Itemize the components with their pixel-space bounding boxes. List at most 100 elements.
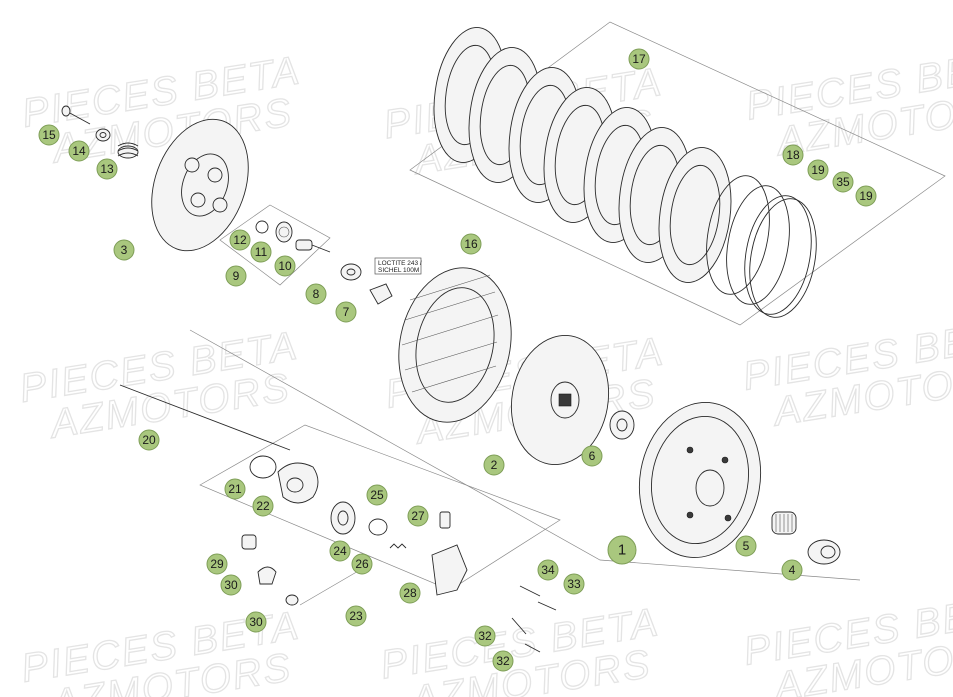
bushing [807, 539, 841, 565]
callout-32a[interactable]: 32 [474, 625, 496, 647]
note-line2: SICHEL 100M [378, 267, 419, 274]
thrust-washer [609, 410, 635, 440]
svg-text:24: 24 [333, 544, 347, 558]
callout-30a[interactable]: 30 [220, 574, 242, 596]
spring-bolt [61, 105, 91, 125]
svg-text:29: 29 [210, 557, 224, 571]
screws [511, 585, 557, 653]
callout-9[interactable]: 9 [225, 265, 247, 287]
svg-text:11: 11 [255, 245, 268, 259]
steel-rings [706, 175, 817, 318]
svg-text:33: 33 [567, 577, 581, 591]
callout-25[interactable]: 25 [366, 484, 388, 506]
callout-12[interactable]: 12 [229, 229, 251, 251]
svg-text:19: 19 [859, 189, 873, 203]
clutch-spring [117, 142, 139, 159]
svg-text:9: 9 [233, 269, 240, 283]
inner-hub [510, 334, 610, 466]
callout-1[interactable]: 1 [607, 535, 637, 565]
note-line1: LOCTITE 243 / [378, 260, 422, 267]
pushrod-bearing [255, 220, 331, 253]
pressure-plate [151, 118, 249, 252]
callout-21[interactable]: 21 [224, 478, 246, 500]
svg-text:26: 26 [355, 557, 369, 571]
svg-text:1: 1 [618, 542, 626, 559]
svg-text:35: 35 [836, 175, 850, 189]
callout-10[interactable]: 10 [274, 255, 296, 277]
gear-wheel [330, 501, 356, 535]
callout-15[interactable]: 15 [38, 124, 60, 146]
svg-text:2: 2 [491, 458, 498, 472]
svg-text:27: 27 [411, 509, 425, 523]
callout-7[interactable]: 7 [335, 301, 357, 323]
callout-3[interactable]: 3 [113, 239, 135, 261]
callout-22[interactable]: 22 [252, 495, 274, 517]
svg-text:32: 32 [496, 654, 510, 668]
spring-washer [95, 128, 111, 142]
gasket [277, 462, 319, 504]
callout-6[interactable]: 6 [581, 445, 603, 467]
svg-text:4: 4 [789, 563, 796, 577]
main-axis-line [189, 329, 861, 581]
callout-17[interactable]: 17 [628, 48, 650, 70]
callout-2[interactable]: 2 [483, 454, 505, 476]
callout-33[interactable]: 33 [563, 573, 585, 595]
svg-text:23: 23 [349, 609, 363, 623]
svg-text:25: 25 [370, 488, 384, 502]
svg-text:17: 17 [632, 52, 646, 66]
callout-16[interactable]: 16 [460, 233, 482, 255]
nut [340, 263, 362, 281]
callout-19b[interactable]: 19 [855, 185, 877, 207]
svg-text:6: 6 [589, 449, 596, 463]
svg-text:20: 20 [142, 433, 156, 447]
callout-28[interactable]: 28 [399, 582, 421, 604]
callout-11[interactable]: 11 [250, 241, 272, 263]
svg-text:10: 10 [278, 259, 292, 273]
callout-23[interactable]: 23 [345, 605, 367, 627]
svg-text:34: 34 [541, 563, 555, 577]
svg-text:16: 16 [464, 237, 478, 251]
release-lever [431, 544, 468, 596]
callout-29[interactable]: 29 [206, 553, 228, 575]
svg-text:3: 3 [121, 243, 128, 257]
o-ring [249, 455, 277, 479]
bleed-screw [439, 511, 451, 529]
callout-26[interactable]: 26 [351, 553, 373, 575]
pushrod-bearing-frame [219, 204, 331, 286]
callout-13[interactable]: 13 [96, 158, 118, 180]
callout-34[interactable]: 34 [537, 559, 559, 581]
lock-washer [369, 283, 393, 305]
svg-text:18: 18 [786, 148, 800, 162]
svg-text:30: 30 [249, 615, 263, 629]
callout-20[interactable]: 20 [138, 429, 160, 451]
callout-30b[interactable]: 30 [245, 611, 267, 633]
callout-32b[interactable]: 32 [492, 650, 514, 672]
callout-4[interactable]: 4 [781, 559, 803, 581]
callout-35[interactable]: 35 [832, 171, 854, 193]
callout-18[interactable]: 18 [782, 144, 804, 166]
callout-24[interactable]: 24 [329, 540, 351, 562]
svg-text:32: 32 [478, 629, 492, 643]
svg-text:14: 14 [72, 144, 86, 158]
leader-line [299, 569, 361, 606]
banjo-bolt [241, 534, 257, 550]
callout-14[interactable]: 14 [68, 140, 90, 162]
washer [285, 594, 299, 606]
svg-text:28: 28 [403, 586, 417, 600]
svg-text:19: 19 [811, 163, 825, 177]
callout-27[interactable]: 27 [407, 505, 429, 527]
svg-text:15: 15 [42, 128, 56, 142]
clutch-hub-stack [398, 267, 512, 423]
svg-text:5: 5 [743, 539, 750, 553]
callout-19a[interactable]: 19 [807, 159, 829, 181]
svg-text:7: 7 [343, 305, 350, 319]
seal-ring [368, 518, 388, 536]
needle-cage [771, 511, 797, 535]
svg-text:8: 8 [313, 287, 320, 301]
clutch-basket [638, 402, 762, 558]
svg-text:21: 21 [228, 482, 242, 496]
callout-8[interactable]: 8 [305, 283, 327, 305]
callout-5[interactable]: 5 [735, 535, 757, 557]
svg-text:30: 30 [224, 578, 238, 592]
